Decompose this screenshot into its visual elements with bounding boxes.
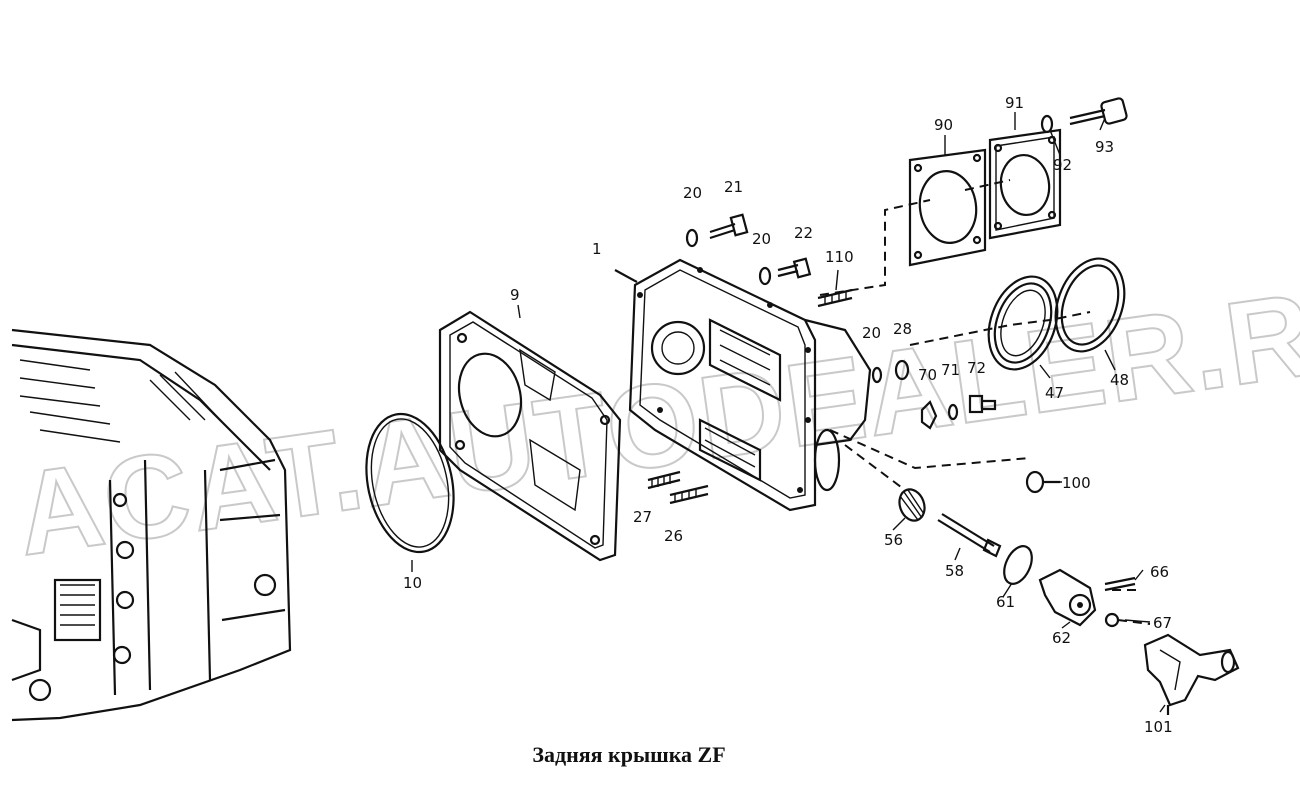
yoke-part-101 (1143, 633, 1240, 715)
leader-dashed-56 (844, 444, 906, 491)
nut-part-67 (1104, 612, 1120, 628)
callout-21: 21 (724, 178, 743, 196)
seal-part-48 (1054, 257, 1126, 353)
callout-62: 62 (1052, 629, 1071, 647)
washer-part-20a (685, 228, 699, 248)
transmission-housing (11, 328, 292, 722)
callout-47: 47 (1045, 384, 1064, 402)
seal-part-47 (987, 275, 1059, 371)
diagram-caption: Задняя крышка ZF (532, 742, 726, 767)
callout-66: 66 (1150, 563, 1169, 581)
washer-part-20b (758, 266, 772, 286)
callout-20b: 20 (752, 230, 771, 248)
callout-28: 28 (893, 320, 912, 338)
gasket-part-90 (908, 148, 987, 267)
callout-72: 72 (967, 359, 986, 377)
callout-71: 71 (941, 361, 960, 379)
bolt-part-21 (709, 213, 749, 240)
stud-part-26 (669, 484, 709, 505)
callout-92: 92 (1053, 156, 1072, 174)
clip-part-70 (920, 400, 938, 430)
gasket-part-9 (438, 310, 622, 562)
leader-dashed-91 (964, 179, 1011, 191)
callout-20c: 20 (862, 324, 881, 342)
plug-part-100 (1025, 470, 1045, 494)
callout-100: 100 (1062, 474, 1091, 492)
o-ring-part-10 (365, 412, 455, 554)
screw-part-72 (968, 394, 997, 414)
callout-110: 110 (825, 248, 854, 266)
callout-58: 58 (945, 562, 964, 580)
bearing-housing-part-62 (1038, 568, 1097, 627)
callout-27: 27 (633, 508, 652, 526)
callout-20a: 20 (683, 184, 702, 202)
callout-67: 67 (1153, 614, 1172, 632)
callout-48: 48 (1110, 371, 1129, 389)
gear-part-56 (898, 488, 926, 522)
leader-dashed-47-48 (909, 311, 1091, 346)
bolt-part-93 (1069, 97, 1128, 126)
stud-part-27 (647, 470, 681, 490)
callout-91: 91 (1005, 94, 1024, 112)
callout-10: 10 (403, 574, 422, 592)
leader-dashed-90 (819, 199, 931, 296)
bolt-part-22 (777, 257, 812, 279)
washer-part-92 (1040, 114, 1054, 134)
callout-101: 101 (1144, 718, 1173, 736)
callout-93: 93 (1095, 138, 1114, 156)
callout-90: 90 (934, 116, 953, 134)
washer-part-71 (947, 403, 959, 421)
callout-1: 1 (592, 240, 602, 258)
o-ring-part-61 (1003, 545, 1033, 585)
callout-56: 56 (884, 531, 903, 549)
leader-dashed-100 (829, 429, 1031, 470)
shaft-part-58 (937, 513, 1002, 558)
rear-cover-part-1 (614, 258, 872, 512)
nut-part-28 (894, 359, 910, 381)
leader-dashed-67 (1117, 619, 1151, 625)
callout-26: 26 (664, 527, 683, 545)
callout-labels: 1 9 10 20 21 20 22 110 20 28 70 71 72 90… (403, 94, 1173, 736)
callout-22: 22 (794, 224, 813, 242)
watermark: ACAT.AUTODEALER.RU (9, 256, 1300, 581)
callout-70: 70 (918, 366, 937, 384)
flange-part-91 (988, 128, 1062, 240)
callout-9: 9 (510, 286, 520, 304)
pin-part-66 (1104, 576, 1136, 592)
callout-61: 61 (996, 593, 1015, 611)
callout-leaders (411, 112, 1166, 713)
stud-part-110 (817, 288, 853, 308)
washer-part-20c (871, 366, 883, 384)
